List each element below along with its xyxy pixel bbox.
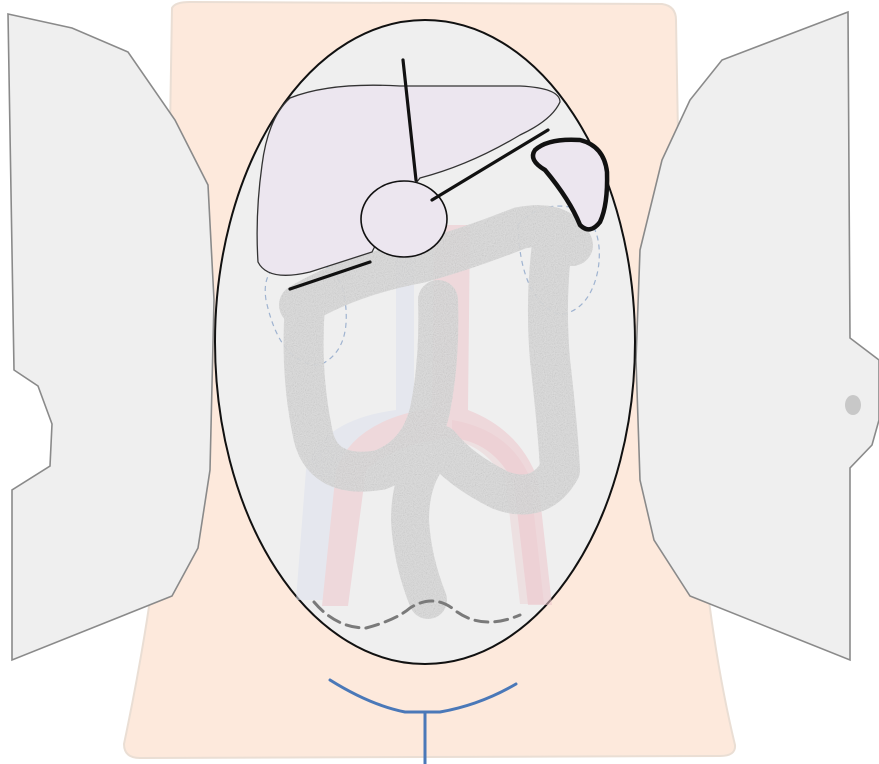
gallbladder [361,181,447,257]
drape-clip [845,395,861,415]
